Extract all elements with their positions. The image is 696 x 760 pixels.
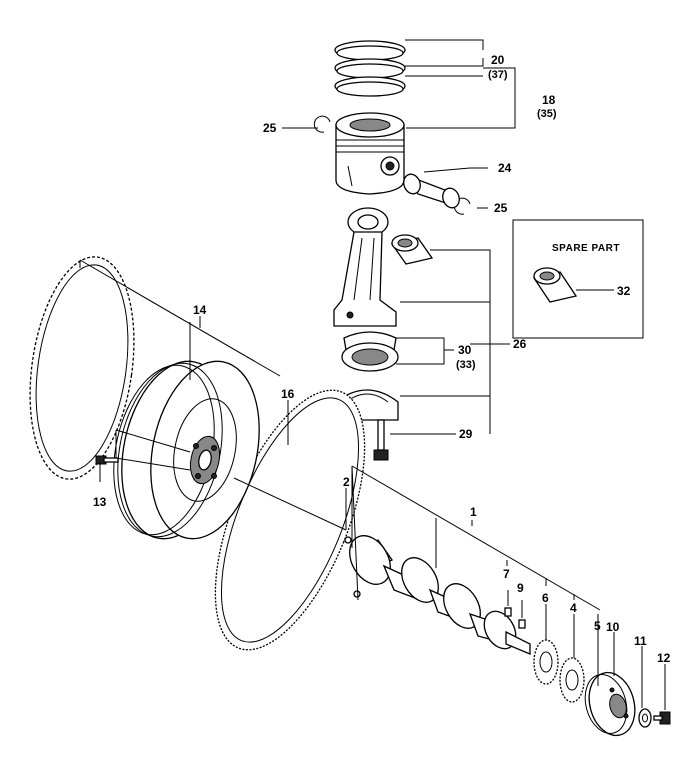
label-26: 26: [513, 337, 527, 351]
piston-rings: [334, 40, 406, 97]
label-6: 6: [542, 591, 549, 605]
bearing-shell-lower: [341, 342, 399, 372]
connecting-rod: [333, 207, 397, 327]
flywheel: [113, 360, 260, 540]
label-20-alt: (37): [488, 69, 508, 81]
flywheel-bolt: [95, 455, 119, 465]
key-7: [504, 607, 512, 617]
label-32: 32: [617, 284, 631, 298]
label-16: 16: [281, 387, 295, 401]
part-labels: 20 (37) 18 (35) 25 24 25 32 30 (33) 26 2…: [93, 53, 671, 665]
label-20: 20: [491, 53, 505, 67]
pulley-bolt: [653, 711, 671, 725]
label-30: 30: [458, 343, 472, 357]
pulser-ring-gear: [29, 256, 135, 480]
connecting-rod-bolt: [373, 419, 389, 461]
label-13: 13: [93, 495, 107, 509]
small-end-bushing: [390, 234, 434, 265]
label-24: 24: [498, 161, 512, 175]
label-9: 9: [517, 581, 524, 595]
label-5: 5: [594, 619, 601, 633]
label-11: 11: [634, 634, 647, 648]
label-4: 4: [570, 601, 577, 615]
label-1: 1: [470, 505, 477, 519]
oil-pump-drive-gear: [559, 657, 585, 703]
label-7: 7: [503, 567, 510, 581]
spare-bushing: [532, 267, 578, 303]
circlip-left: [313, 115, 331, 133]
piston-pin: [403, 173, 460, 209]
label-30-alt: (33): [456, 359, 476, 371]
leader-lines: [79, 39, 666, 710]
label-12: 12: [657, 651, 671, 665]
crankshaft-gear: [533, 639, 559, 685]
label-2: 2: [343, 475, 350, 489]
spare-part-box: SPARE PART: [512, 219, 644, 339]
spare-part-title: SPARE PART: [552, 243, 620, 254]
label-25-right: 25: [494, 201, 508, 215]
pulley-washer: [638, 708, 652, 728]
crankshaft-pulley: [584, 671, 636, 737]
label-29: 29: [459, 427, 473, 441]
piston: [335, 112, 405, 195]
label-18: 18: [542, 93, 556, 107]
key-9: [518, 619, 526, 629]
label-14: 14: [193, 303, 207, 317]
label-10: 10: [606, 620, 620, 634]
crankshaft: [344, 535, 531, 655]
label-18-alt: (35): [537, 108, 557, 120]
label-25-left: 25: [263, 121, 277, 135]
